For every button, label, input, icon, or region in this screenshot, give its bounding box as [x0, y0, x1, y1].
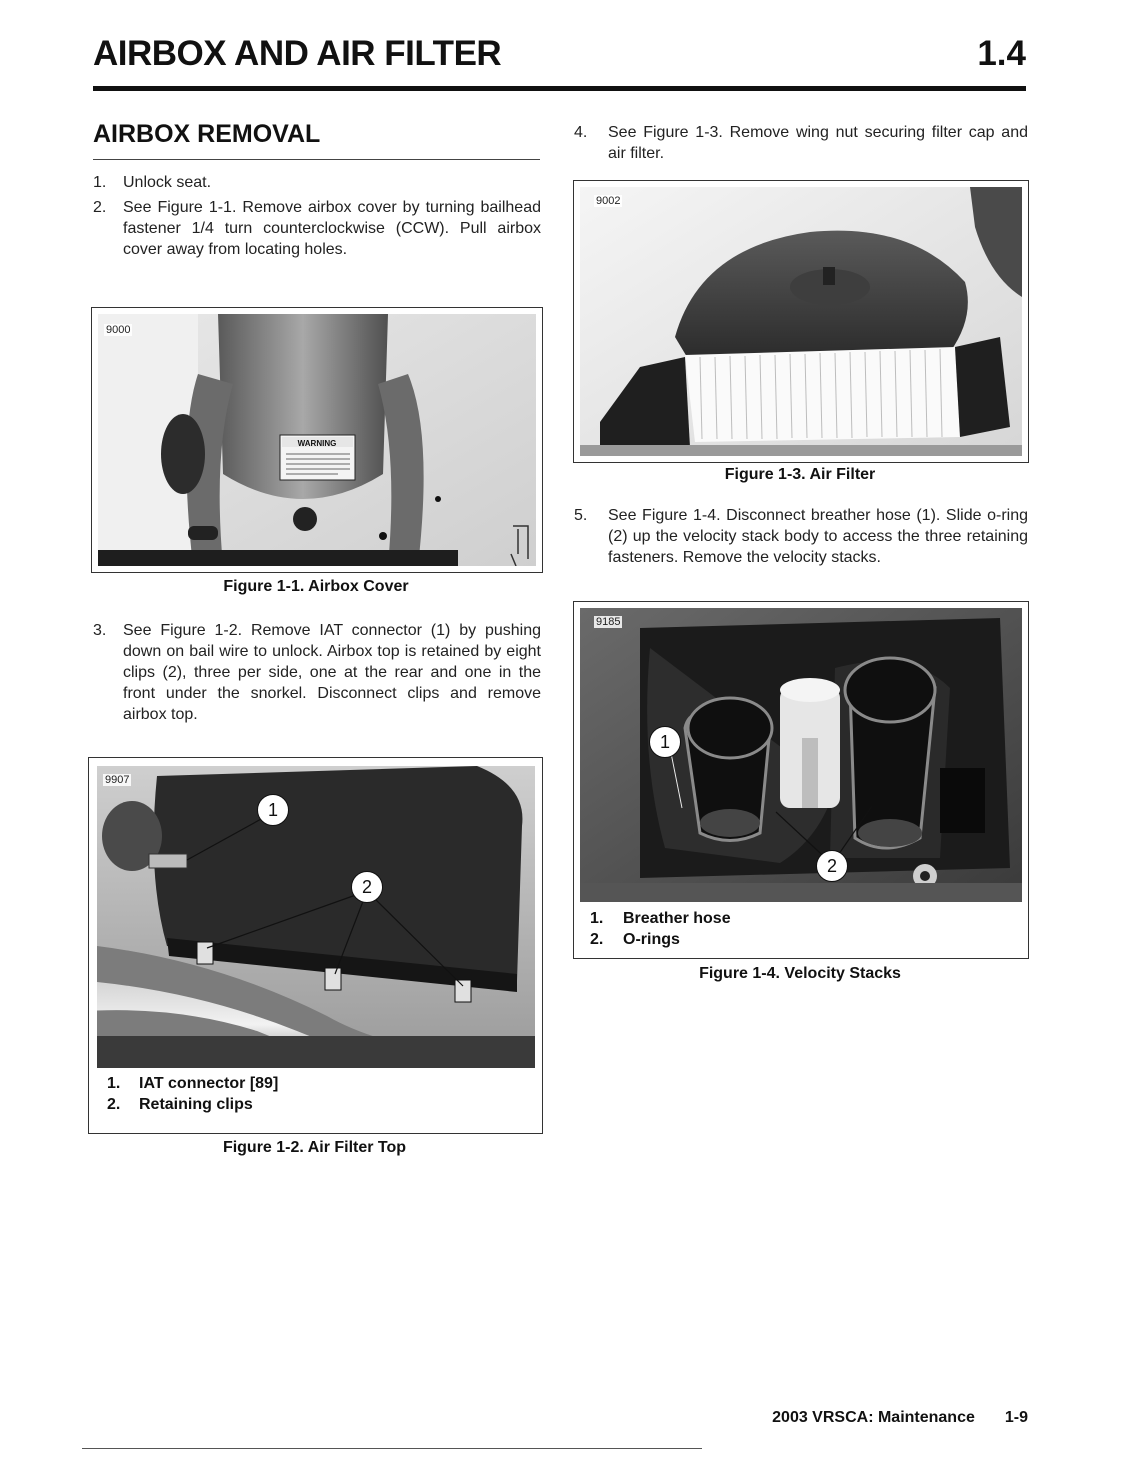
step-number: 2. [93, 199, 107, 216]
step-text: See Figure 1-2. Remove IAT connector (1)… [123, 622, 541, 723]
step-text: See Figure 1-3. Remove wing nut securing… [608, 124, 1028, 162]
legend-item: 2. Retaining clips [107, 1094, 527, 1115]
figure-1-4: 9185 1 2 1. Breather hose 2. O-rings [573, 601, 1029, 959]
legend-text: Breather hose [623, 910, 731, 927]
legend-item: 1. Breather hose [590, 908, 1010, 929]
velocity-stacks-photo [580, 608, 1022, 902]
figure-1-2: 9907 1 2 1. IAT connector [89] 2. Retain… [88, 757, 543, 1134]
figure-id: 9002 [594, 195, 623, 207]
legend-number: 1. [590, 910, 604, 927]
figure-caption: Figure 1-2. Air Filter Top [222, 1139, 407, 1156]
legend-number: 1. [107, 1075, 121, 1092]
legend-item: 2. O-rings [590, 929, 1010, 950]
step-number: 5. [574, 507, 588, 524]
legend-number: 2. [590, 931, 604, 948]
footer-rule [82, 1448, 702, 1449]
step-number: 1. [93, 174, 107, 191]
figure-id: 9185 [594, 616, 623, 628]
legend-item: 1. IAT connector [89] [107, 1073, 527, 1094]
section-number: 1.4 [977, 34, 1026, 73]
legend-text: IAT connector [89] [139, 1075, 279, 1092]
callout-1: 1 [649, 726, 681, 758]
figure-id: 9907 [103, 774, 132, 786]
page-title: AIRBOX AND AIR FILTER [93, 34, 502, 73]
legend-text: Retaining clips [139, 1096, 253, 1113]
figure-legend: 1. Breather hose 2. O-rings [590, 908, 1010, 950]
airbox-cover-photo: WARNING [98, 314, 536, 566]
header-rule [93, 86, 1026, 91]
section-heading: AIRBOX REMOVAL [93, 120, 321, 148]
callout-2: 2 [351, 871, 383, 903]
step-text: See Figure 1-4. Disconnect breather hose… [608, 507, 1028, 566]
warning-label: WARNING [298, 439, 337, 448]
callout-1: 1 [257, 794, 289, 826]
figure-legend: 1. IAT connector [89] 2. Retaining clips [107, 1073, 527, 1115]
section-rule [93, 159, 540, 160]
footer-manual-title: 2003 VRSCA: Maintenance [772, 1409, 975, 1426]
footer-page-number: 1-9 [1004, 1409, 1028, 1426]
callout-2: 2 [816, 850, 848, 882]
figure-caption: Figure 1-4. Velocity Stacks [699, 965, 901, 982]
figure-id: 9000 [104, 324, 133, 336]
page-footer: 2003 VRSCA: Maintenance 1-9 [772, 1409, 1028, 1427]
step-number: 4. [574, 124, 588, 141]
legend-number: 2. [107, 1096, 121, 1113]
legend-text: O-rings [623, 931, 680, 948]
step-number: 3. [93, 622, 107, 639]
air-filter-photo [580, 187, 1022, 456]
step-text: Unlock seat. [123, 174, 212, 191]
air-filter-top-photo [97, 766, 535, 1068]
figure-caption: Figure 1-1. Airbox Cover [223, 578, 409, 595]
figure-1-1: WARNING 9000 [91, 307, 543, 573]
figure-1-3: 9002 [573, 180, 1029, 463]
step-text: See Figure 1-1. Remove airbox cover by t… [123, 199, 541, 258]
figure-caption: Figure 1-3. Air Filter [724, 466, 876, 483]
